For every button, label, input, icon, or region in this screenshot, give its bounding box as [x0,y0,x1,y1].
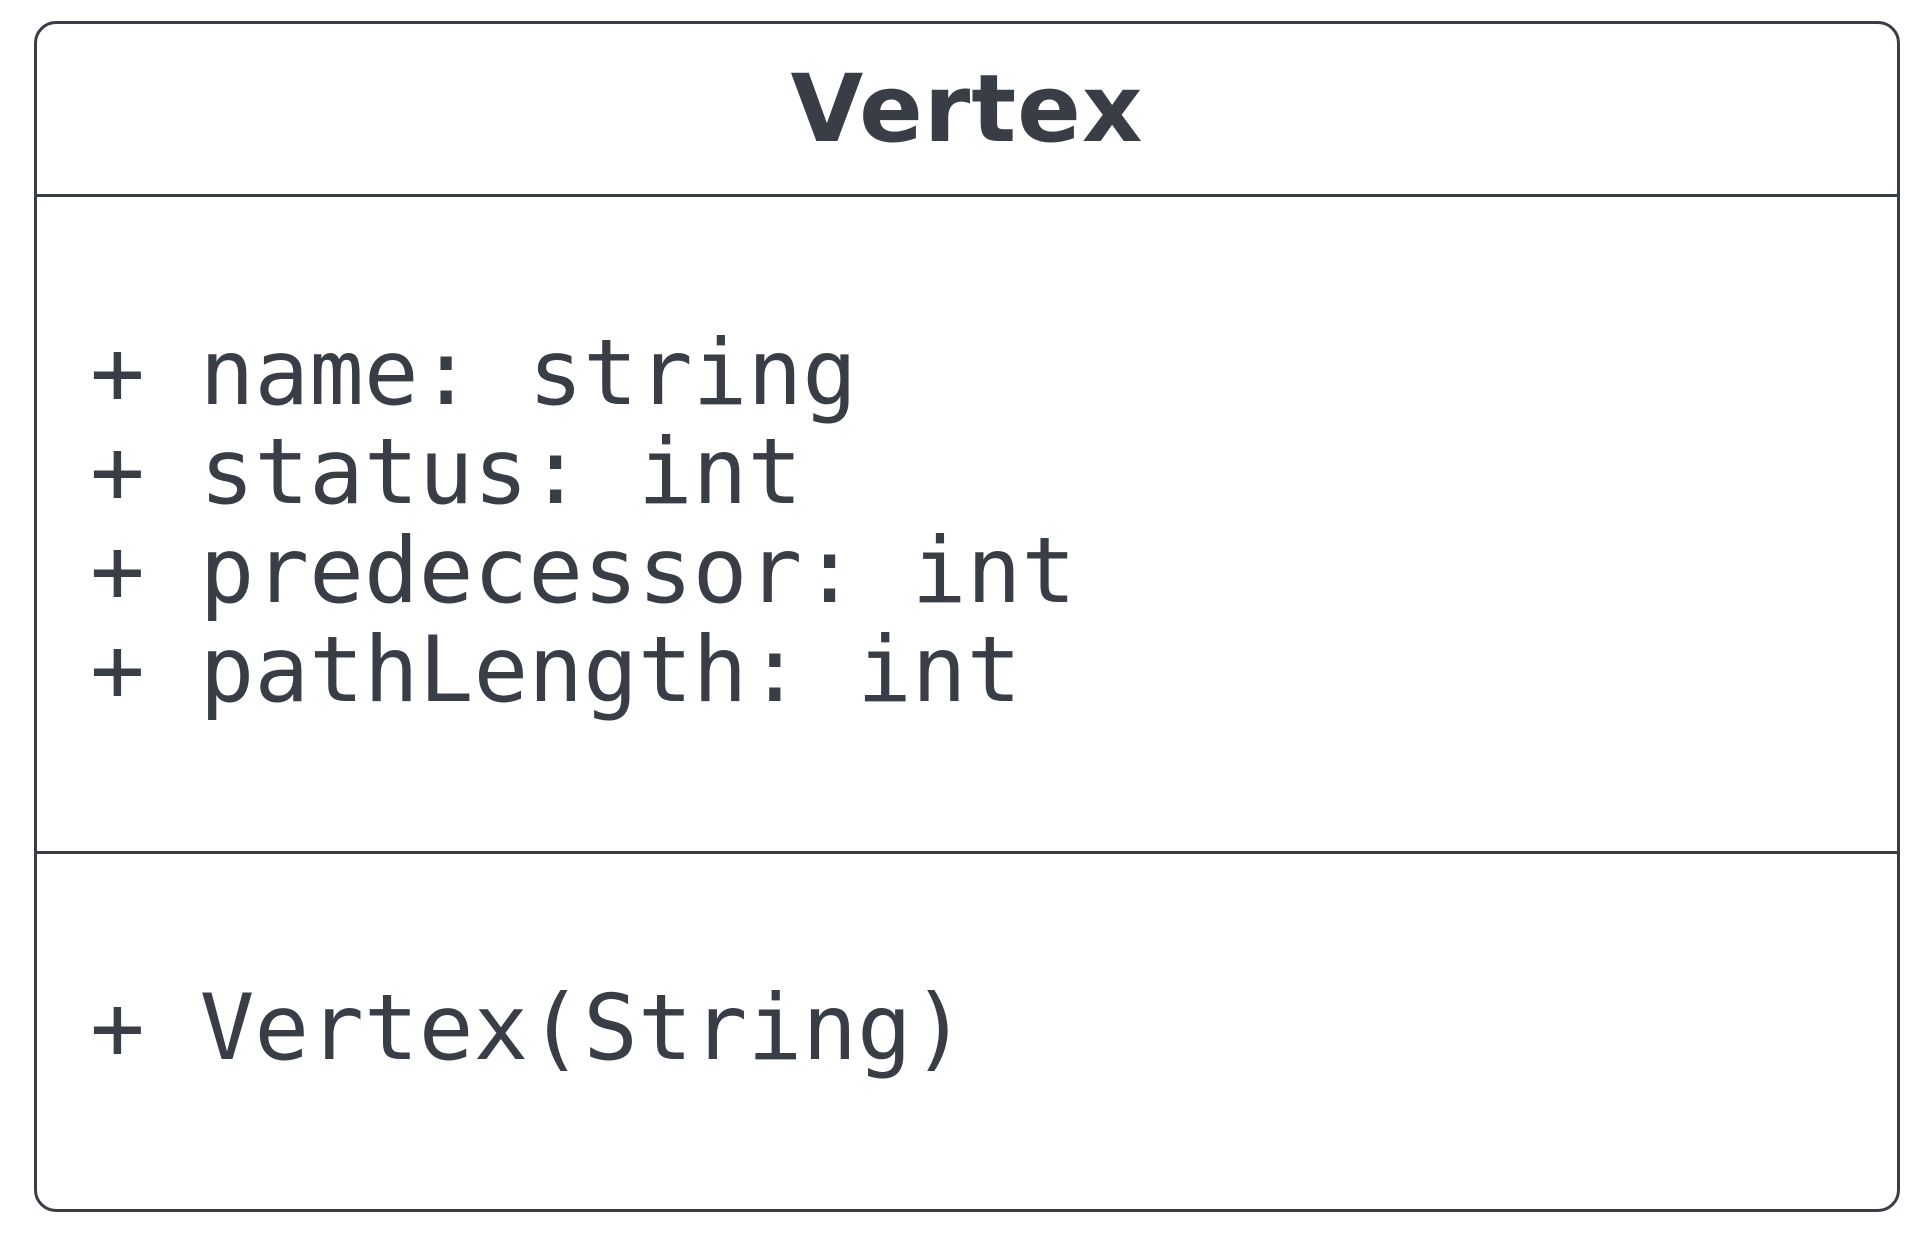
attribute-name: + name: string [90,321,858,426]
method-constructor: + Vertex(String) [90,976,967,1081]
uml-class-box: Vertex + name: string + status: int + pr… [34,21,1900,1212]
attribute-path-length: + pathLength: int [90,618,1022,723]
attributes-compartment: + name: string + status: int + predecess… [90,324,1076,720]
methods-compartment: + Vertex(String) [90,979,967,1078]
class-name: Vertex [790,54,1144,164]
name-attributes-divider [37,194,1897,197]
attributes-methods-divider [37,851,1897,854]
attribute-predecessor: + predecessor: int [90,519,1077,624]
attribute-status: + status: int [90,420,803,525]
